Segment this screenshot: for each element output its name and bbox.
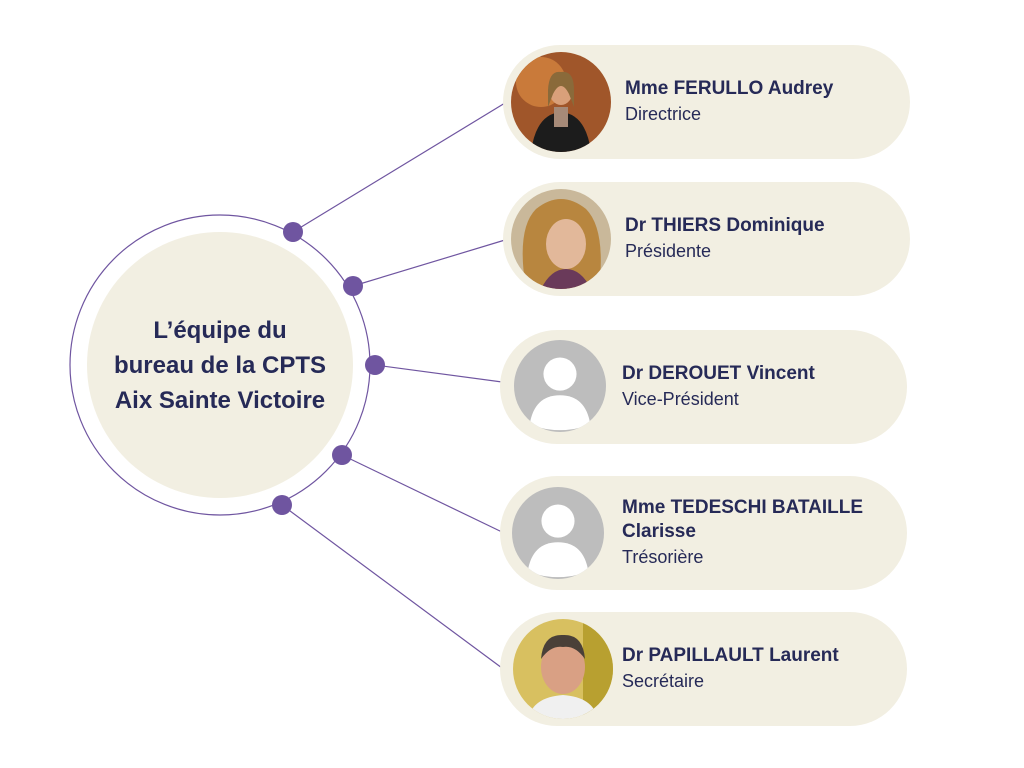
placeholder-user-icon (512, 487, 604, 579)
connector-dot (283, 222, 303, 242)
member-card: Mme TEDESCHI BATAILLE Clarisse Trésorièr… (500, 476, 907, 590)
connector-dot (343, 276, 363, 296)
member-role: Vice-Président (622, 389, 739, 409)
connector-dot (272, 495, 292, 515)
member-photo (513, 619, 613, 719)
member-name: Dr PAPILLAULT Laurent (622, 645, 839, 666)
member-card: Dr DEROUET Vincent Vice-Président (500, 330, 907, 444)
connector-dot (332, 445, 352, 465)
member-card: Dr THIERS Dominique Présidente (503, 182, 910, 296)
member-card: Dr PAPILLAULT Laurent Secrétaire (500, 612, 907, 726)
center-title: L’équipe du bureau de la CPTS Aix Sainte… (113, 316, 327, 414)
connector-line (352, 239, 506, 287)
member-card: Mme FERULLO Audrey Directrice (503, 45, 910, 159)
member-photo (511, 189, 611, 289)
connector-line (292, 102, 506, 233)
member-photo (511, 52, 611, 152)
member-name: Dr THIERS Dominique (625, 215, 825, 236)
center-circle: L’équipe du bureau de la CPTS Aix Sainte… (87, 232, 353, 498)
member-name: Dr DEROUET Vincent (622, 363, 815, 384)
connector-line (374, 364, 503, 383)
member-role: Directrice (625, 104, 702, 124)
member-role: Présidente (625, 241, 712, 261)
member-role: Secrétaire (622, 671, 705, 691)
connector-line (281, 504, 503, 669)
placeholder-user-icon (514, 340, 606, 432)
connector-line (341, 454, 503, 533)
member-name: Mme FERULLO Audrey (625, 78, 834, 99)
member-role: Trésorière (622, 547, 704, 567)
member-name: Mme TEDESCHI BATAILLE Clarisse (622, 497, 864, 542)
connector-dot (365, 355, 385, 375)
